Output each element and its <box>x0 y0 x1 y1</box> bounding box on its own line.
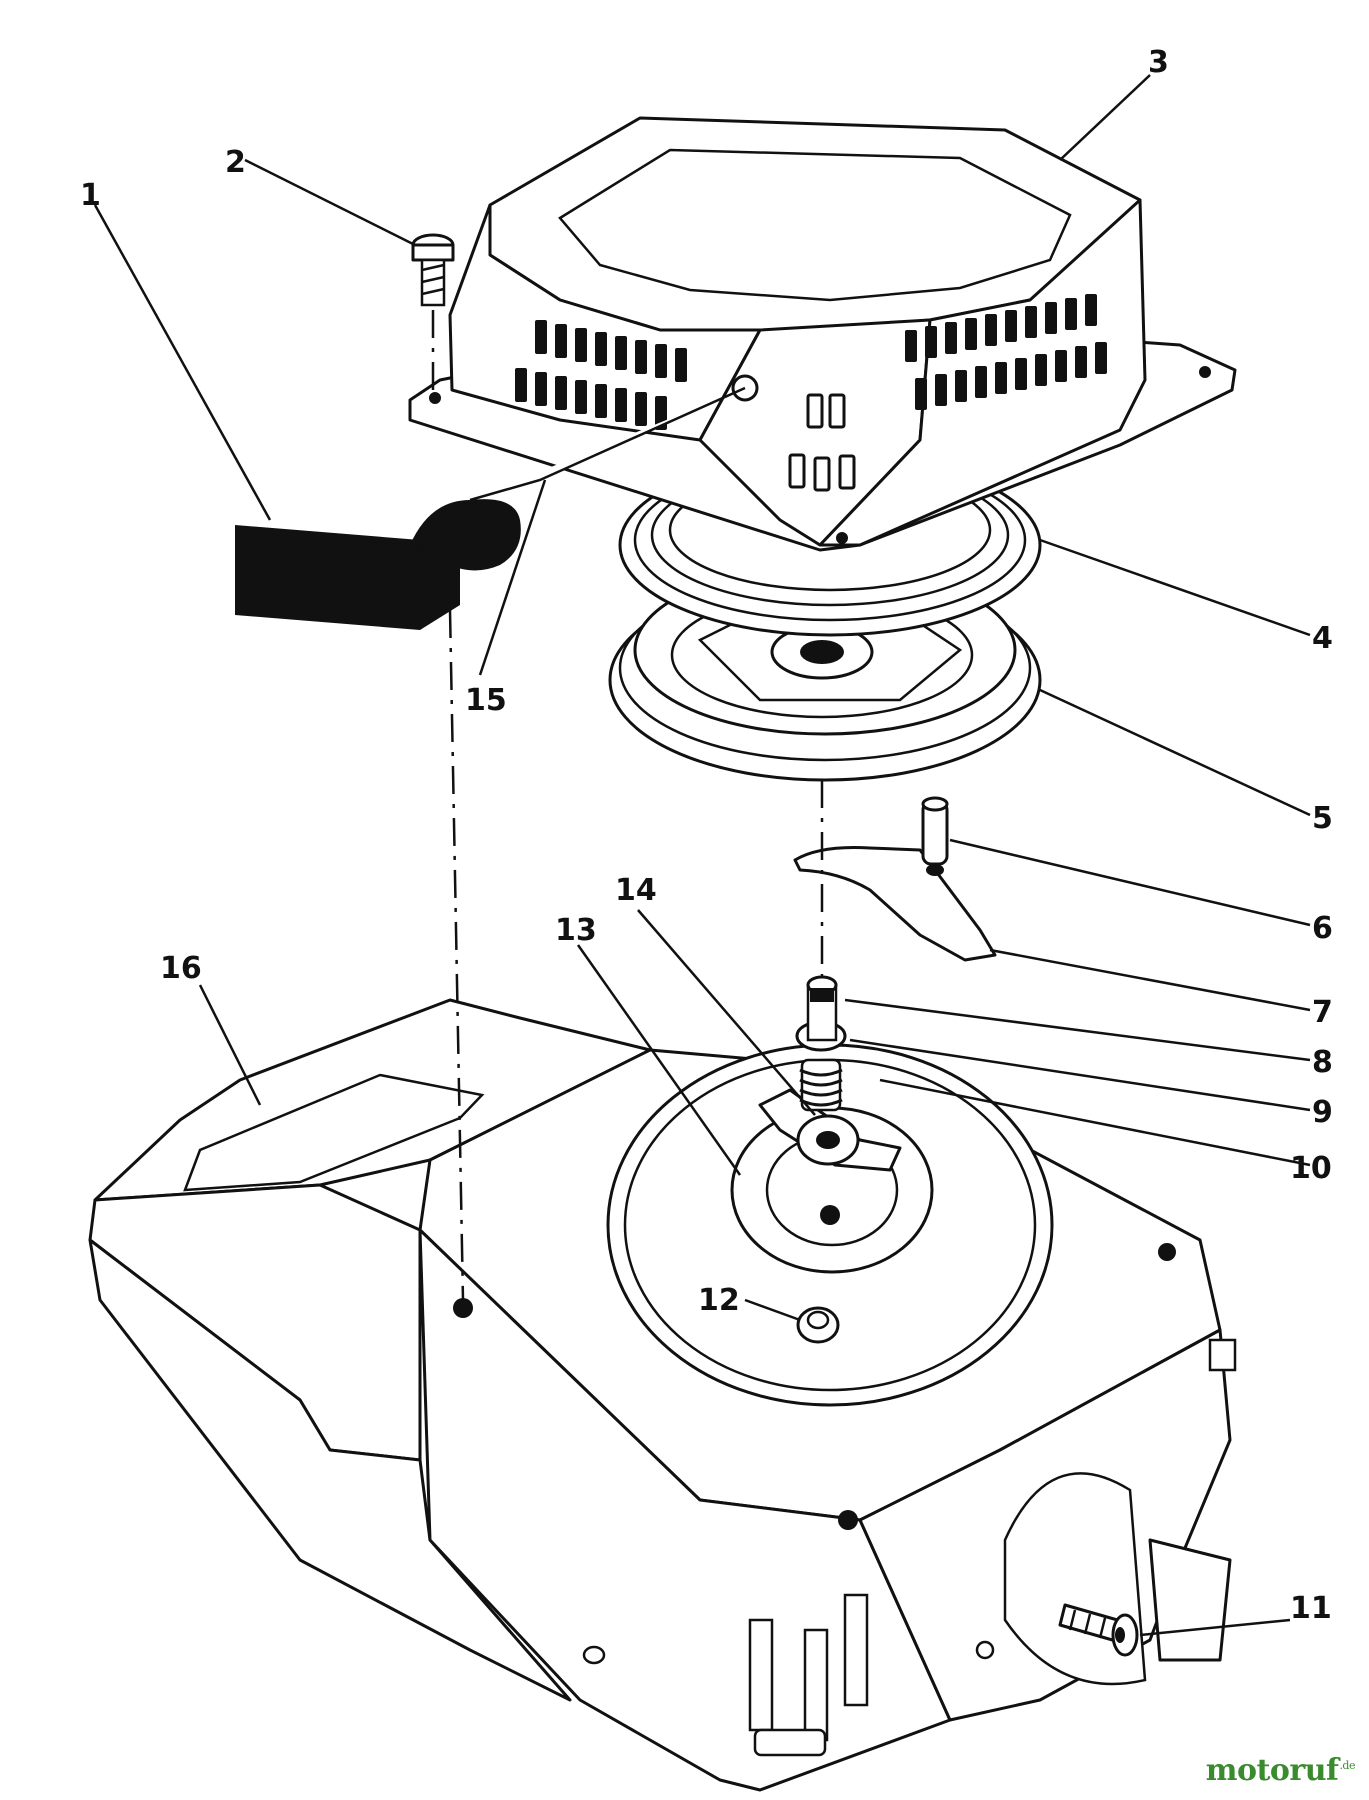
part-3-vents-middle <box>788 393 856 492</box>
part-7-pawl <box>793 846 997 962</box>
assembly-line-handle <box>448 609 465 1301</box>
part-3-vents-left <box>515 320 687 430</box>
leader-lines <box>93 74 1311 1637</box>
callout-2: 2 <box>225 145 246 180</box>
callout-16: 16 <box>160 951 202 986</box>
part-6-pin <box>921 796 949 866</box>
part-1-handle <box>235 499 521 630</box>
callout-13: 13 <box>555 913 597 948</box>
callout-1: 1 <box>80 178 101 213</box>
callout-15: 15 <box>465 683 507 718</box>
part-3-vents-right <box>905 294 1107 410</box>
parts-8-9-10-shaft-stack <box>795 975 847 1112</box>
callout-labels: 1 2 3 4 5 6 7 8 9 10 11 12 13 14 15 16 <box>80 45 1333 1626</box>
part-2-screw <box>411 233 455 307</box>
callout-10: 10 <box>1290 1151 1332 1186</box>
watermark-logo: motoruf.de <box>1205 1753 1356 1788</box>
part-3-starter-cover <box>408 116 1237 552</box>
callout-3: 3 <box>1148 45 1169 80</box>
callout-7: 7 <box>1312 995 1333 1030</box>
part-15-rope <box>469 386 746 502</box>
callout-11: 11 <box>1290 1591 1332 1626</box>
part-11-screw <box>1058 1603 1139 1657</box>
callout-5: 5 <box>1312 801 1333 836</box>
part-7-hole <box>926 864 944 876</box>
part-14-ratchet-plate <box>758 1088 902 1172</box>
callout-14: 14 <box>615 873 657 908</box>
callout-8: 8 <box>1312 1045 1333 1080</box>
callout-6: 6 <box>1312 911 1333 946</box>
callout-12: 12 <box>698 1283 740 1318</box>
part-16-housing <box>88 998 1237 1792</box>
callout-4: 4 <box>1312 621 1333 656</box>
callout-9: 9 <box>1312 1095 1333 1130</box>
watermark-text: motoruf <box>1205 1753 1339 1788</box>
watermark-suffix: .de <box>1339 1759 1355 1772</box>
